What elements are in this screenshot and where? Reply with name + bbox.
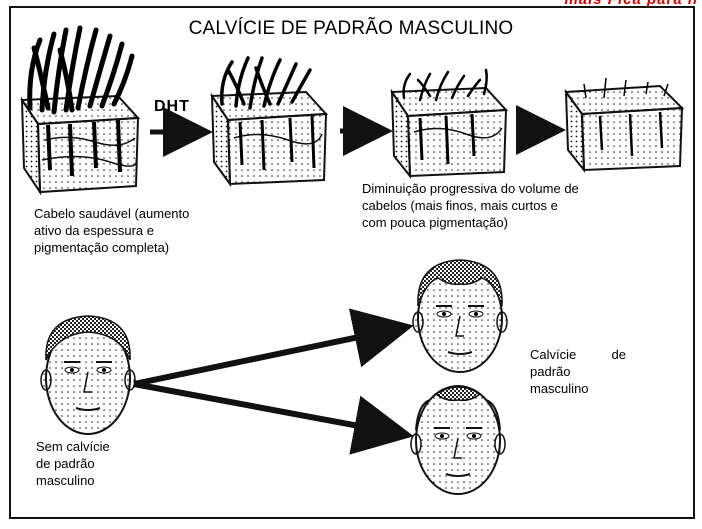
- diagram-frame: [9, 6, 695, 519]
- face-crown-baldness: [410, 385, 506, 495]
- caption-line: Diminuição progressiva do volume de: [362, 181, 579, 196]
- thick-hair-strands: [27, 25, 135, 115]
- thin-hair-strands: [402, 68, 488, 102]
- sparse-hair-strands: [583, 77, 669, 99]
- caption-healthy-hair: Cabelo saudável (aumento ativo da espess…: [34, 205, 234, 256]
- caption-line: masculino: [530, 381, 589, 396]
- thinning-crown: [434, 386, 482, 402]
- bald-scalp-block: [564, 77, 685, 173]
- diagram-title: CALVÍCIE DE PADRÃO MASCULINO: [188, 18, 514, 39]
- hair-roots: [46, 119, 122, 177]
- thinning-scalp-block-2: [390, 68, 509, 179]
- caption-line: cabelos (mais finos, mais curtos e: [362, 198, 558, 213]
- header-overflow-text: mais Fica para h: [564, 0, 698, 8]
- caption-line: ativo da espessura e: [34, 223, 154, 238]
- caption-line: Calvície de: [530, 347, 626, 362]
- thinning-scalp-block-1: [210, 56, 329, 188]
- caption-line: Cabelo saudável (aumento: [34, 206, 190, 221]
- hair-roots-2: [238, 115, 316, 171]
- caption-line: Sem calvície: [36, 439, 110, 454]
- hair-roots-3: [418, 113, 476, 165]
- dht-label: DHT: [154, 98, 190, 115]
- face-receding-hairline: [412, 259, 508, 373]
- caption-line: com pouca pigmentação): [362, 215, 508, 230]
- arrow-to-balding-face-1: [133, 308, 414, 387]
- arrow-to-balding-face-2: [133, 381, 414, 455]
- caption-no-baldness: Sem calvície de padrão masculino: [36, 438, 146, 489]
- caption-line: masculino: [36, 473, 95, 488]
- caption-line: de padrão: [36, 456, 95, 471]
- caption-line: padrão: [530, 364, 571, 379]
- face-no-baldness: [40, 315, 136, 435]
- receding-hair: [417, 259, 503, 307]
- healthy-scalp-block: [20, 25, 141, 196]
- caption-progressive-thinning: Diminuição progressiva do volume de cabe…: [362, 180, 612, 231]
- caption-male-pattern-baldness: Calvície de padrão masculino: [530, 346, 626, 397]
- hair-roots-4: [598, 111, 664, 157]
- caption-line: pigmentação completa): [34, 240, 170, 255]
- full-hair: [45, 315, 131, 361]
- medium-hair-strands: [219, 56, 312, 110]
